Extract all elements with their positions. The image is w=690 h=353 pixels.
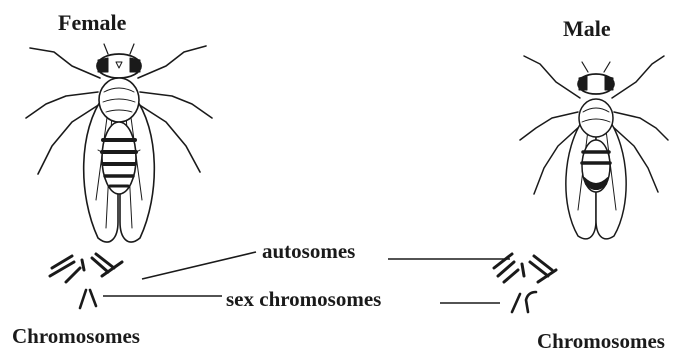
female-chromosomes-label: Chromosomes — [12, 326, 140, 347]
male-fly-illustration — [520, 56, 668, 239]
female-title: Female — [58, 12, 126, 34]
female-fly-illustration — [26, 44, 212, 242]
male-chromosome-set — [494, 254, 556, 312]
male-chromosomes-label: Chromosomes — [537, 331, 665, 352]
female-chromosome-set — [50, 254, 122, 308]
male-title: Male — [563, 18, 611, 40]
autosomes-label: autosomes — [262, 241, 355, 262]
sex-chromosomes-label: sex chromosomes — [226, 289, 381, 310]
autosomes-line-female — [142, 252, 256, 279]
